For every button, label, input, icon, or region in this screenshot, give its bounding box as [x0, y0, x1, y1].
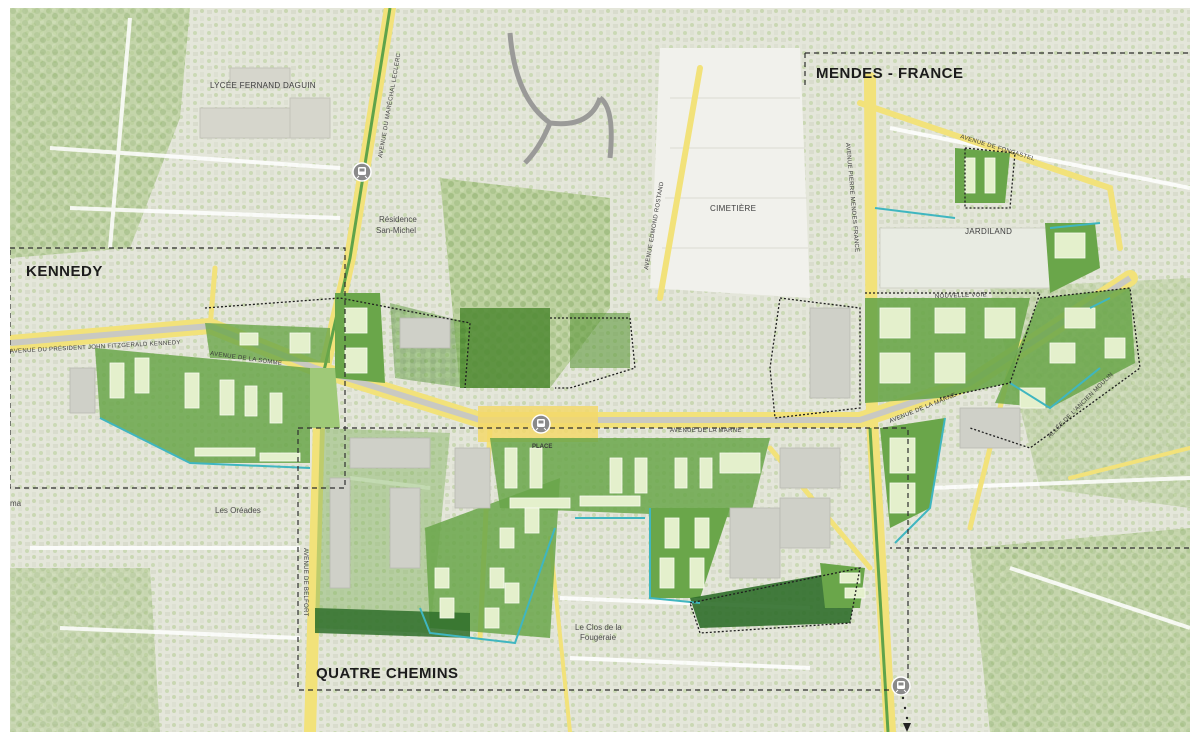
place-label-oreades: Les Oréades — [215, 506, 261, 515]
urban-plan-map: KENNEDY MENDES - FRANCE QUATRE CHEMINS L… — [10, 8, 1190, 732]
map-canvas: KENNEDY MENDES - FRANCE QUATRE CHEMINS L… — [10, 8, 1190, 732]
street-label-nouvelle-voie: NOUVELLE VOIE — [935, 292, 987, 300]
minor-streets — [30, 17, 1190, 670]
place-label-jardiland: JARDILAND — [965, 227, 1012, 236]
project-boundaries — [204, 147, 1141, 634]
street-label-marne-center: AVENUE DE LA MARNE — [670, 428, 742, 434]
zone-label-kennedy: KENNEDY — [26, 263, 103, 280]
mendes-france-zone-frame — [805, 52, 1190, 549]
place-label-place: PLACE — [532, 444, 552, 450]
kennedy-zone-frame — [10, 247, 346, 489]
residence-roads — [507, 32, 614, 165]
zone-label-quatre-chemins: QUATRE CHEMINS — [316, 665, 459, 682]
place-label-cimetiere: CIMETIÈRE — [710, 204, 756, 213]
tram-stop-icon — [352, 162, 372, 182]
lycee-buildings — [199, 67, 331, 139]
cemetery-area — [650, 48, 810, 298]
place-label-ma: ma — [10, 499, 22, 508]
quatre-chemins-zone-frame — [297, 427, 909, 691]
place-label-lycee: LYCÉE FERNAND DAGUIN — [210, 81, 316, 90]
tram-stop-icon — [531, 414, 551, 434]
jardiland-building — [879, 227, 1051, 289]
existing-buildings — [69, 307, 1021, 589]
building-footprints — [109, 157, 1126, 629]
tram-track-dots — [901, 696, 911, 732]
zone-label-mendes-france: MENDES - FRANCE — [816, 65, 964, 82]
tram-stop-icon — [891, 676, 911, 696]
street-label-belfort: AVENUE DE BELFORT — [302, 548, 308, 617]
place-label-clos-fougeraie: Le Clos de la Fougeraie — [575, 623, 624, 642]
place-label-residence: Résidence San-Michel — [376, 215, 419, 235]
zone-frames — [10, 52, 1190, 691]
boundary-cyan-lines — [99, 207, 1111, 645]
